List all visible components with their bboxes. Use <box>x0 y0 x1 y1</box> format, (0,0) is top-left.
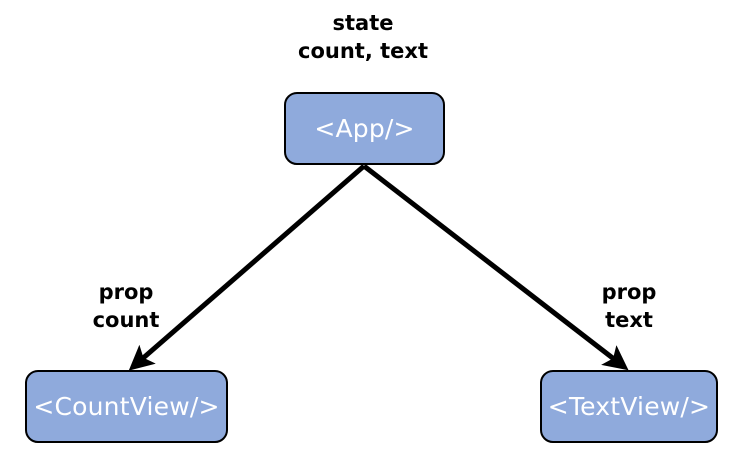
edge-label-prop-text: prop text <box>549 279 709 334</box>
edge-label-prop-text-line1: prop <box>601 280 657 304</box>
state-label-line1: state <box>332 11 394 35</box>
node-countview-label: <CountView/> <box>33 392 220 421</box>
edge-label-prop-text-line2: text <box>605 307 653 332</box>
state-label: state count, text <box>243 10 483 65</box>
edge-app-to-textview <box>362 164 629 371</box>
node-textview[interactable]: <TextView/> <box>540 370 718 443</box>
edge-app-to-countview <box>128 164 366 371</box>
state-label-line2: count, text <box>298 38 428 63</box>
node-countview[interactable]: <CountView/> <box>25 370 228 443</box>
edge-label-prop-count: prop count <box>46 279 206 334</box>
edge-label-prop-count-line1: prop <box>98 280 154 304</box>
node-app[interactable]: <App/> <box>284 92 445 165</box>
node-textview-label: <TextView/> <box>547 392 711 421</box>
edge-label-prop-count-line2: count <box>92 307 160 332</box>
node-app-label: <App/> <box>314 114 415 143</box>
